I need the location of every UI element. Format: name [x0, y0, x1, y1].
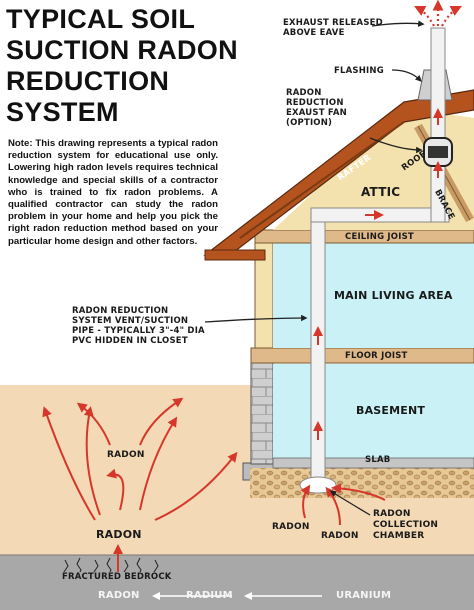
label-flashing: FLASHING: [334, 66, 384, 76]
soil-radon-arrows: [42, 397, 386, 575]
main-wall: [254, 231, 274, 349]
basement-room: [273, 364, 474, 462]
leader-lines: [204, 20, 425, 516]
page-title: TYPICAL SOIL SUCTION RADON REDUCTION SYS…: [6, 4, 238, 127]
disclaimer-note: Note: This drawing represents a typical …: [8, 138, 218, 247]
label-collection-chamber: RADON COLLECTION CHAMBER: [373, 509, 439, 541]
label-vent-pipe: RADON REDUCTION SYSTEM VENT/SUCTION PIPE…: [72, 306, 205, 346]
basement-wall: [250, 361, 274, 465]
slab: [272, 457, 474, 469]
pipe-flow-arrows: [313, 108, 443, 440]
label-decay-radon: RADON: [98, 590, 140, 601]
label-radon-main: RADON: [96, 528, 142, 541]
label-radon-mid-chamber: RADON: [321, 531, 359, 541]
decay-chain-arrows: [152, 592, 322, 600]
exhaust-plume: [414, 0, 462, 27]
gravel-bed: [250, 468, 474, 498]
label-decay-uranium: URANIUM: [336, 590, 392, 601]
label-fan: RADON REDUCTION EXAUST FAN (OPTION): [286, 88, 347, 128]
label-attic: ATTIC: [361, 185, 401, 199]
label-ceiling-joist: CEILING JOIST: [345, 232, 414, 242]
bedrock: [0, 555, 474, 610]
label-exhaust: EXHAUST RELEASED ABOVE EAVE: [283, 18, 383, 38]
label-decay-radium: RADIUM: [186, 590, 233, 601]
label-radon-left-chamber: RADON: [272, 522, 310, 532]
label-basement: BASEMENT: [356, 404, 426, 417]
exhaust-fan: [423, 137, 453, 167]
label-radon-upper: RADON: [107, 450, 145, 460]
label-floor-joist: FLOOR JOIST: [345, 351, 408, 361]
main-room: [273, 242, 474, 348]
label-fractured-bedrock: FRACTURED BEDROCK: [62, 572, 172, 582]
label-slab: SLAB: [365, 455, 391, 465]
label-main-living-area: MAIN LIVING AREA: [334, 289, 453, 302]
